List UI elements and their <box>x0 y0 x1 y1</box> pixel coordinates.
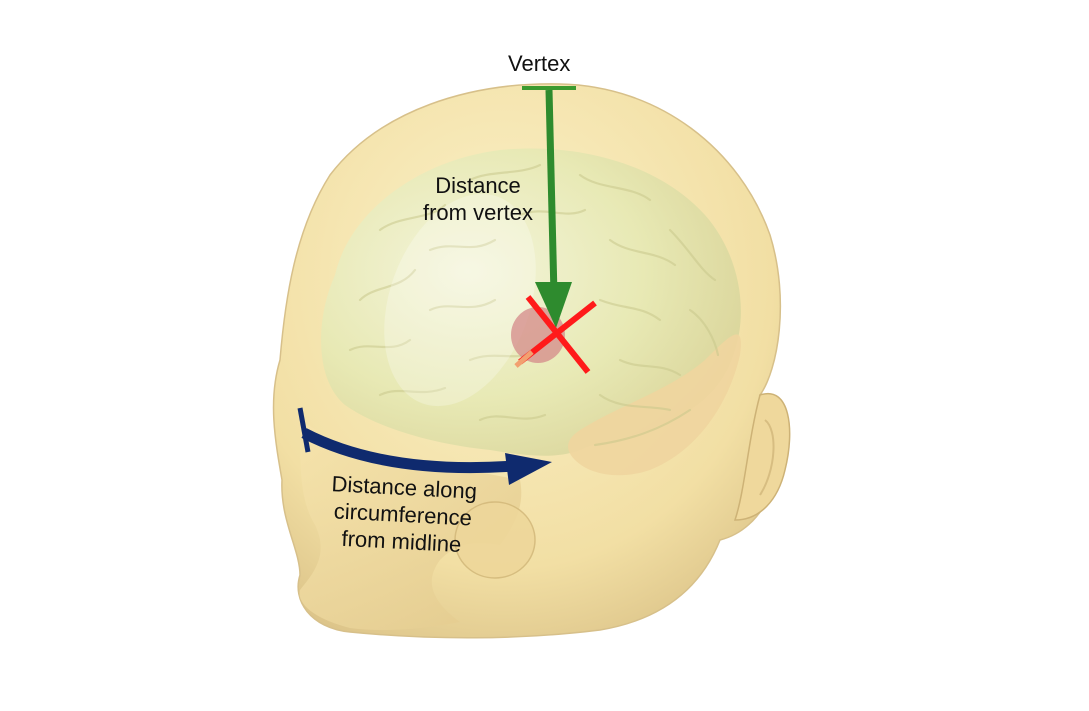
circumference-arrow-head <box>505 453 552 485</box>
ear-shape <box>733 392 791 521</box>
circumference-distance-label: Distance along circumference from midlin… <box>296 469 510 561</box>
vertex-label: Vertex <box>508 51 571 76</box>
vertex-distance-line-1: Distance <box>435 173 521 198</box>
circumference-arrow-start-bar <box>297 407 311 453</box>
vertex-distance-label: Distance from vertex <box>408 172 548 226</box>
target-spot <box>511 307 565 363</box>
x-mark-icon <box>518 295 597 374</box>
brain-gyri <box>348 163 720 447</box>
circumference-arrow-shaft <box>301 428 516 474</box>
cheek-shape <box>454 501 536 579</box>
temporal-lobe-shape <box>568 334 741 476</box>
vertex-arrow-head <box>535 282 572 328</box>
vertex-distance-line-2: from vertex <box>422 200 534 225</box>
vertex-arrow-shaft <box>545 89 558 296</box>
